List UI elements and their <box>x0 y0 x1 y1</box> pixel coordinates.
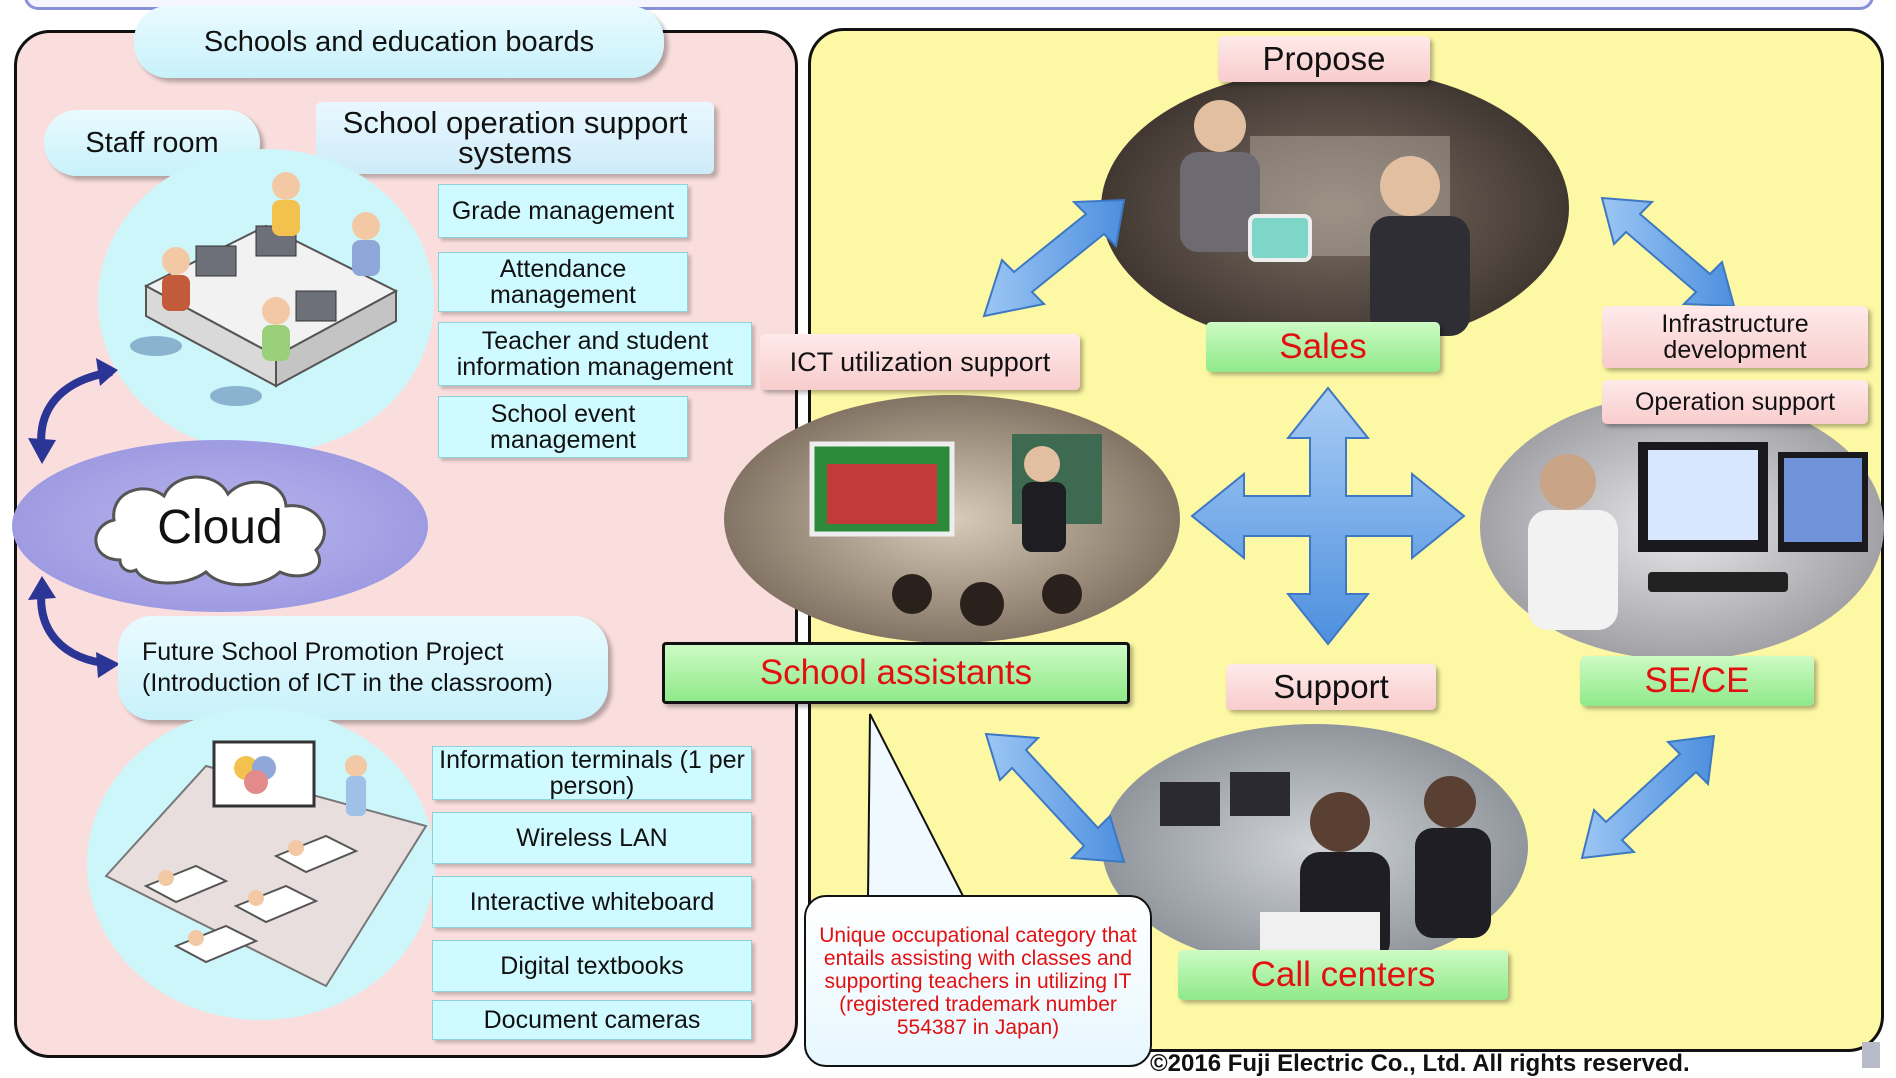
school-assistants-label: School assistants <box>662 642 1130 704</box>
wireless-lan-box: Wireless LAN <box>432 812 752 864</box>
bidirectional-arrow-icon <box>28 576 120 678</box>
ict-support-label: ICT utilization support <box>760 334 1080 390</box>
school-assistants-photo <box>724 395 1180 643</box>
propose-label: Propose <box>1218 36 1430 82</box>
school-event-management-box: School event management <box>438 396 688 458</box>
bidirectional-arrow-icon <box>984 732 1126 864</box>
information-terminals-box: Information terminals (1 per person) <box>432 746 752 800</box>
call-centers-photo <box>1102 724 1528 970</box>
call-centers-label: Call centers <box>1178 950 1508 1000</box>
operation-support-label: Operation support <box>1602 380 1868 424</box>
grade-management-box: Grade management <box>438 184 688 238</box>
document-cameras-box: Document cameras <box>432 1000 752 1040</box>
se-ce-photo <box>1480 394 1884 660</box>
se-ce-label: SE/CE <box>1580 656 1814 706</box>
page-edge-marker <box>1862 1042 1880 1068</box>
school-assistants-callout: Unique occupational category that entail… <box>804 895 1152 1067</box>
classroom-illustration <box>87 708 435 1020</box>
support-label: Support <box>1226 664 1436 710</box>
sales-photo <box>1101 68 1569 348</box>
bidirectional-arrow-icon <box>982 198 1126 318</box>
information-management-box: Teacher and student information manageme… <box>438 322 752 386</box>
bidirectional-arrow-icon <box>1580 734 1716 860</box>
bidirectional-arrow-icon <box>28 358 118 464</box>
bidirectional-arrow-icon <box>1600 196 1736 308</box>
cloud-icon <box>94 475 326 587</box>
digital-textbooks-box: Digital textbooks <box>432 940 752 992</box>
future-school-label: Future School Promotion Project (Introdu… <box>118 616 608 720</box>
sales-label: Sales <box>1206 322 1440 372</box>
interactive-whiteboard-box: Interactive whiteboard <box>432 876 752 928</box>
schools-title: Schools and education boards <box>134 6 664 78</box>
school-systems-title: School operation support systems <box>316 102 714 174</box>
cloud-label: Cloud <box>157 501 283 554</box>
infrastructure-label: Infrastructure development <box>1602 306 1868 368</box>
callout-pointer <box>866 713 966 899</box>
four-way-arrow-icon <box>1190 386 1466 646</box>
attendance-management-box: Attendance management <box>438 252 688 312</box>
copyright: ©2016 Fuji Electric Co., Ltd. All rights… <box>1150 1050 1690 1077</box>
staff-room-illustration <box>98 149 434 453</box>
